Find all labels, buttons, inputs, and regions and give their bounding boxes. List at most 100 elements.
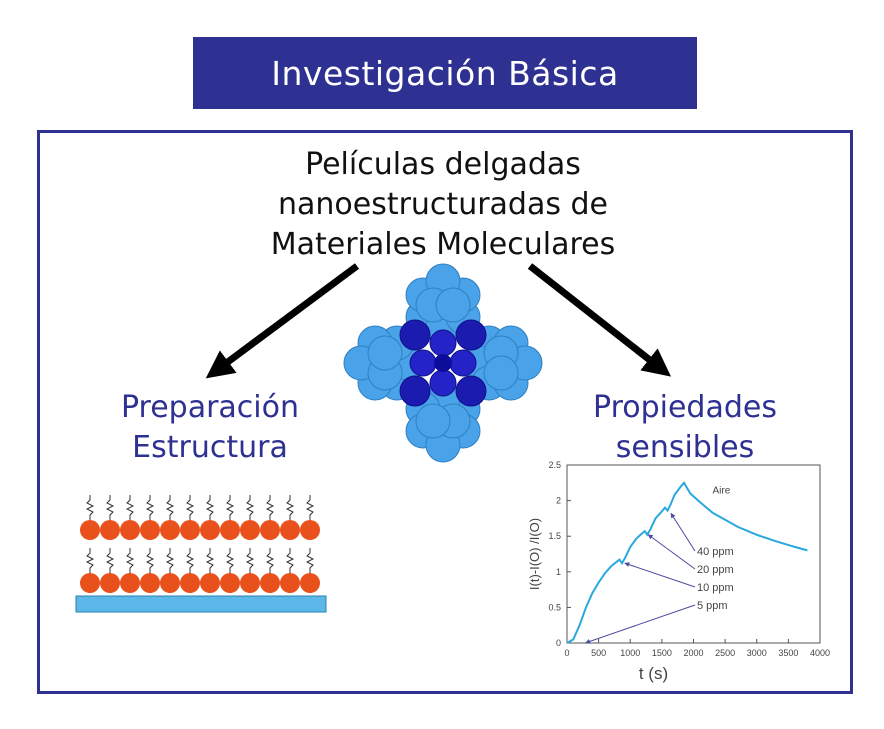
heading-line-1: Películas delgadas [305,147,581,182]
alkyl-chain [305,548,315,573]
film-bead [300,573,320,593]
alkyl-chain [105,548,115,573]
molecule-atom [455,319,487,351]
alkyl-chain [245,495,255,520]
concentration-label: 20 ppm [697,564,734,576]
film-bead [100,573,120,593]
x-tick-label: 2500 [715,648,735,658]
film-bead [260,573,280,593]
film-substrate [75,595,327,613]
label-properties-line-1: Propiedades [593,390,777,425]
molecule-atom [415,403,451,439]
title-banner: Investigación Básica [193,37,697,109]
molecule-atom [435,287,471,323]
y-tick-label: 1.5 [548,531,561,541]
alkyl-chain [285,495,295,520]
chart-annotation: Aire [712,485,730,496]
film-bead [160,573,180,593]
molecule-atom [399,319,431,351]
film-bead [120,573,140,593]
label-preparation: Preparación Estructura [80,388,340,468]
alkyl-chain [185,548,195,573]
content-frame [37,130,853,694]
x-tick-label: 4000 [810,648,830,658]
label-preparation-line-1: Preparación [120,390,300,425]
alkyl-chain [105,495,115,520]
heading-line-3: Materiales Moleculares [270,227,616,262]
x-tick-label: 3000 [747,648,767,658]
x-tick-label: 1000 [620,648,640,658]
film-bead [160,520,180,540]
molecule-atom [455,375,487,407]
alkyl-chain [125,495,135,520]
molecule-atom [483,355,519,391]
label-arrow [624,562,696,588]
film-bead [80,573,100,593]
alkyl-chain [285,548,295,573]
alkyl-chain [185,495,195,520]
film-bead [200,520,220,540]
film-bead [100,520,120,540]
y-axis-label: I(t)-I(O) /I(O) [527,518,542,590]
alkyl-chain [85,548,95,573]
label-arrow [670,512,696,552]
alkyl-chain [125,548,135,573]
y-tick-label: 0.5 [548,602,561,612]
data-line [566,481,808,644]
film-bead [280,573,300,593]
page-title: Investigación Básica [271,53,619,93]
label-preparation-line-2: Estructura [132,430,288,465]
arrow-left [205,263,360,379]
x-tick-label: 500 [591,648,606,658]
film-bead [220,573,240,593]
label-arrow [647,534,696,570]
molecule-atom [399,375,431,407]
y-tick-label: 0 [556,638,561,648]
central-heading: Películas delgadas nanoestructuradas de … [200,145,686,265]
alkyl-chain [85,495,95,520]
alkyl-chain [265,548,275,573]
alkyl-chain [225,548,235,573]
film-bead [200,573,220,593]
alkyl-chain [245,548,255,573]
alkyl-chain [205,495,215,520]
x-axis-label: t (s) [639,664,668,683]
film-bead [280,520,300,540]
film-bead [180,573,200,593]
label-properties-line-2: sensibles [615,430,755,465]
concentration-label: 10 ppm [697,582,734,594]
molecule-atom [367,335,403,371]
film-bead [140,520,160,540]
alkyl-chain [165,495,175,520]
film-bead [240,573,260,593]
film-bead [300,520,320,540]
heading-line-2: nanoestructuradas de [277,187,609,222]
y-tick-label: 2 [556,496,561,506]
y-tick-label: 2.5 [548,460,561,470]
alkyl-chain [225,495,235,520]
y-tick-label: 1 [556,567,561,577]
film-bead [180,520,200,540]
arrow-right [527,263,672,377]
alkyl-chain [165,548,175,573]
film-bead [80,520,100,540]
chart-plot-area [566,464,821,644]
label-arrow [585,604,696,644]
film-bead [220,520,240,540]
film-bead [120,520,140,540]
alkyl-chain [305,495,315,520]
alkyl-chain [145,495,155,520]
alkyl-chain [265,495,275,520]
label-properties: Propiedades sensibles [555,388,815,468]
film-bead [140,573,160,593]
film-bead [240,520,260,540]
x-tick-label: 2000 [683,648,703,658]
alkyl-chain [205,548,215,573]
x-tick-label: 0 [564,648,569,658]
x-tick-label: 3500 [778,648,798,658]
molecule-atom [434,354,452,372]
